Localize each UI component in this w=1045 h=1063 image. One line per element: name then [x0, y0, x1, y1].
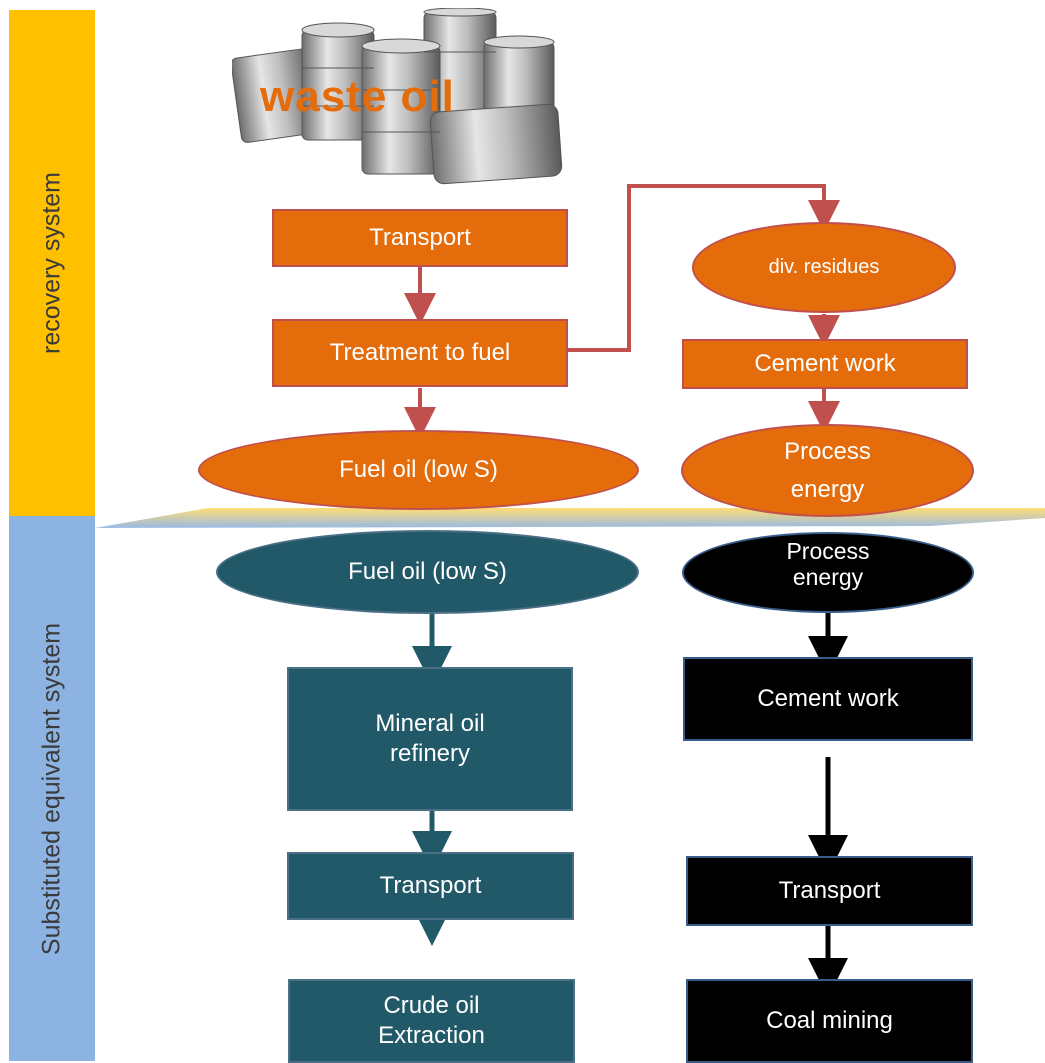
coal-transport-box: Transport	[686, 856, 973, 926]
treatment-box: Treatment to fuel	[272, 319, 568, 387]
oil-transport-label: Transport	[379, 872, 482, 899]
cement-work-recovery-label: Cement work	[754, 350, 896, 377]
residues-label: div. residues	[768, 256, 880, 278]
fuel-oil-substituted-label: Fuel oil (low S)	[348, 558, 507, 585]
cement-work-coal-box: Cement work	[683, 657, 973, 741]
fuel-oil-recovery-ellipse: Fuel oil (low S)	[198, 430, 639, 510]
fuel-oil-substituted-ellipse: Fuel oil (low S)	[216, 530, 639, 614]
coal-transport-label: Transport	[778, 877, 881, 904]
process-energy-recovery-label: Process energy	[784, 438, 871, 503]
oil-barrels-icon	[232, 8, 563, 185]
cement-work-recovery-box: Cement work	[682, 339, 968, 389]
process-energy-coal-label: Process energy	[786, 538, 870, 591]
process-energy-recovery-ellipse: Process energy	[681, 424, 974, 517]
substituted-system-band: Substituted equivalent system	[9, 516, 95, 1061]
fuel-oil-recovery-label: Fuel oil (low S)	[339, 456, 498, 483]
waste-oil-label: waste oil	[260, 72, 455, 121]
coal-mining-box: Coal mining	[686, 979, 973, 1063]
oil-transport-box: Transport	[287, 852, 574, 920]
treatment-label: Treatment to fuel	[329, 339, 511, 366]
crude-extraction-label: Crude oil Extraction	[378, 992, 485, 1049]
residues-ellipse: div. residues	[692, 222, 956, 313]
transport-label: Transport	[369, 224, 471, 251]
coal-mining-label: Coal mining	[766, 1007, 893, 1034]
transport-box: Transport	[272, 209, 568, 267]
system-divider	[95, 508, 1045, 528]
refinery-label: Mineral oil refinery	[375, 710, 485, 767]
recovery-system-band: recovery system	[9, 10, 95, 516]
crude-extraction-box: Crude oil Extraction	[288, 979, 575, 1063]
process-energy-coal-ellipse: Process energy	[682, 532, 974, 613]
arrow-treatment-to-residues	[566, 184, 840, 352]
refinery-box: Mineral oil refinery	[287, 667, 573, 811]
cement-work-coal-label: Cement work	[757, 685, 899, 712]
